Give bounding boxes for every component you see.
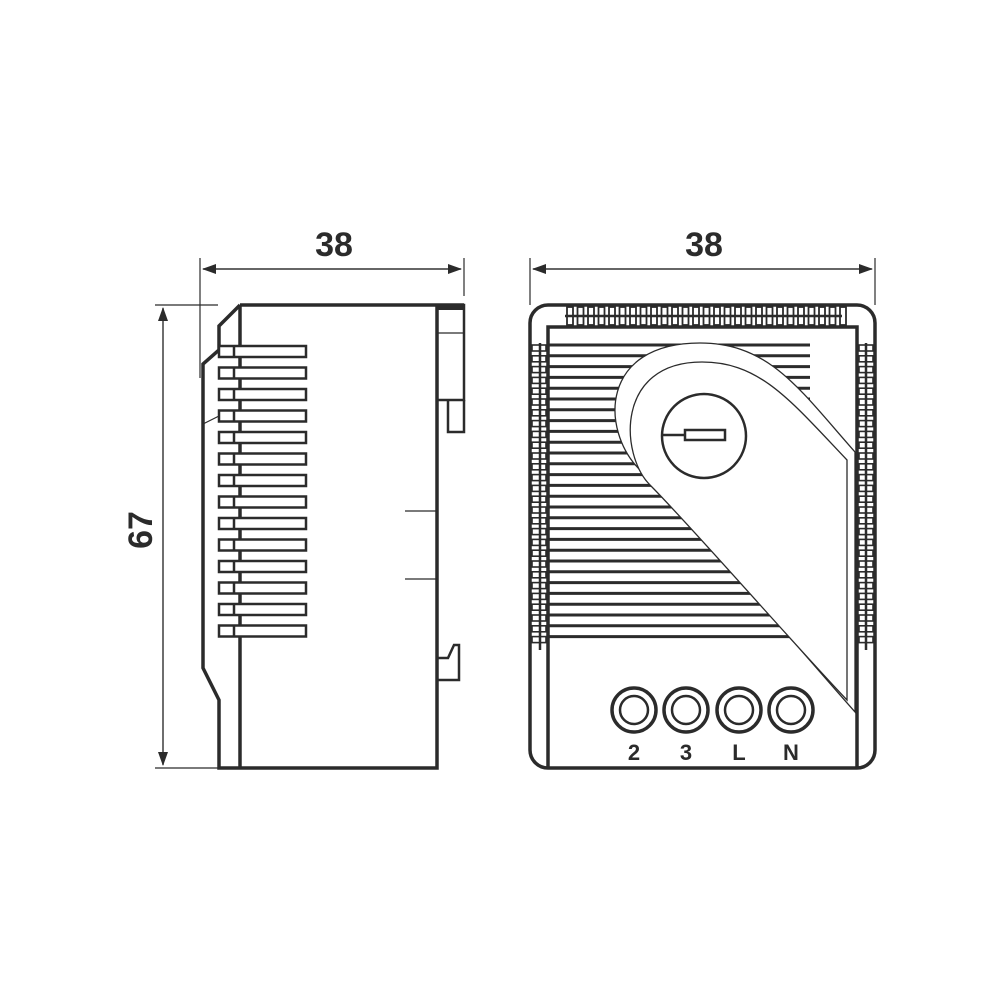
terminal-block: 2 3 L N bbox=[610, 686, 815, 765]
side-width-label: 38 bbox=[315, 226, 353, 264]
front-width-dimension: 38 bbox=[529, 226, 876, 305]
side-height-label: 67 bbox=[122, 511, 160, 549]
terminal-L[interactable]: L bbox=[715, 686, 763, 765]
side-height-dimension: 67 bbox=[122, 304, 218, 769]
side-vent-slots bbox=[531, 343, 874, 650]
temperature-dial[interactable] bbox=[660, 392, 748, 480]
front-view: 38 2 3 bbox=[528, 226, 877, 770]
terminal-label: 2 bbox=[628, 740, 640, 765]
dial-panel-inner bbox=[629, 361, 848, 702]
din-clip-top bbox=[435, 303, 466, 434]
terminal-2[interactable]: 2 bbox=[610, 686, 658, 765]
terminal-label: 3 bbox=[680, 740, 692, 765]
front-width-label: 38 bbox=[685, 226, 723, 264]
terminal-label: L bbox=[732, 740, 745, 765]
terminal-label: N bbox=[783, 740, 799, 765]
side-body-outline bbox=[201, 303, 464, 770]
din-clip-bottom bbox=[437, 643, 461, 682]
terminal-3[interactable]: 3 bbox=[662, 686, 710, 765]
side-width-dimension: 38 bbox=[199, 226, 465, 378]
side-fins bbox=[217, 344, 308, 638]
terminal-N[interactable]: N bbox=[767, 686, 815, 765]
side-view: 38 67 bbox=[122, 226, 466, 770]
front-housing bbox=[528, 303, 877, 770]
top-vent-slots bbox=[565, 306, 847, 326]
